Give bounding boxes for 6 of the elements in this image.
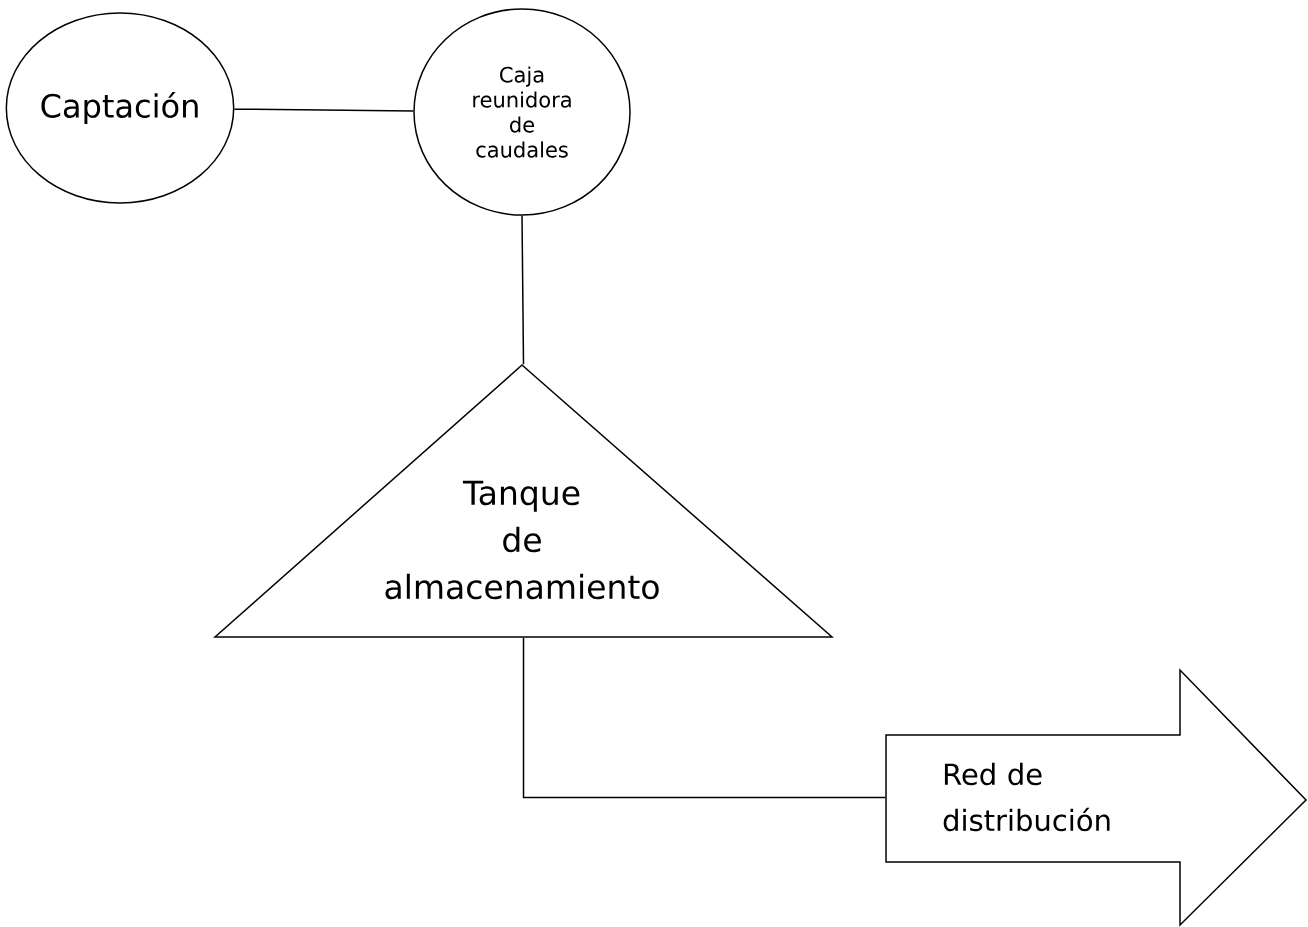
connector-line	[522, 637, 886, 799]
connector-line	[521, 215, 525, 365]
circle-node: Caja reunidora de caudales	[413, 8, 631, 216]
ellipse-node: Captación	[5, 12, 235, 204]
connector-line	[233, 108, 414, 112]
block-arrow-node: Red de distribución	[885, 668, 1308, 927]
